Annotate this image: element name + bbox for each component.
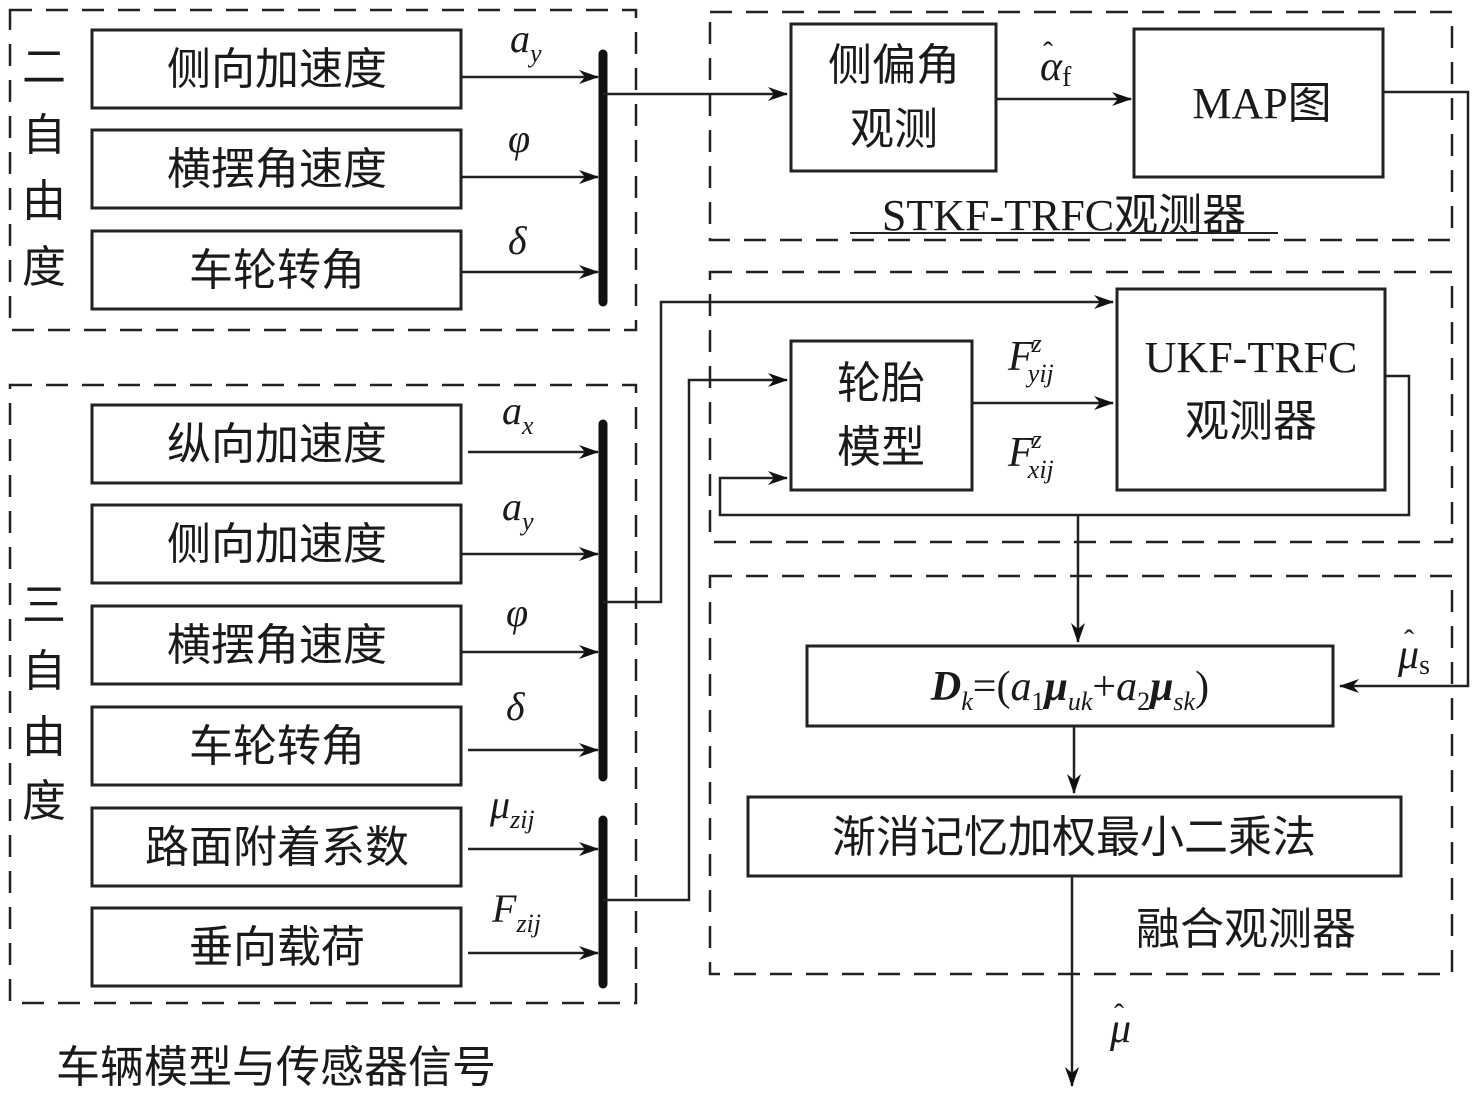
two-dof-group — [8, 8, 638, 332]
three-dof-char-2: 自 — [22, 646, 66, 697]
ukf-group — [708, 270, 1454, 544]
fusion-formula-box: Dk=(a1μuk+a2μsk) — [805, 644, 1335, 728]
arrow-to-tire-model — [603, 373, 788, 902]
input-label: 侧向加速度 — [167, 44, 387, 95]
ukf-box-line-1: UKF-TRFC — [1145, 333, 1358, 382]
signal-phi: φ — [508, 116, 530, 161]
tire-box-line-2: 模型 — [837, 422, 925, 473]
alpha-f-label: αf — [1040, 44, 1072, 93]
two-dof-char-2: 自 — [22, 110, 66, 161]
three-dof-char-3: 由 — [22, 712, 66, 763]
tire-model-box: 轮胎 模型 — [789, 339, 974, 492]
arrow-mu-s-feedback — [1339, 90, 1470, 693]
two-dof-char-4: 度 — [22, 242, 66, 293]
fusion-formula: Dk=(a1μuk+a2μsk) — [930, 664, 1209, 716]
output-mu-label: μ — [1109, 1006, 1131, 1052]
fusion-group — [708, 574, 1454, 976]
two-dof-input-lateral-accel: 侧向加速度 — [90, 28, 463, 110]
two-dof-char-3: 由 — [22, 176, 66, 227]
signal-ax: ax — [502, 388, 534, 440]
slip-box-line-1: 侧偏角 — [828, 40, 960, 91]
fusion-caption: 融合观测器 — [1136, 904, 1356, 955]
input-label: 车轮转角 — [189, 245, 365, 296]
slip-angle-observer-box: 侧偏角 观测 — [789, 22, 998, 173]
mu-s-hat: ˆ — [1404, 624, 1414, 657]
stkf-caption: STKF-TRFC观测器 — [882, 191, 1246, 240]
input-label: 垂向载荷 — [189, 922, 365, 973]
signal-ay: ay — [510, 16, 542, 68]
input-label: 横摆角速度 — [167, 620, 387, 671]
three-dof-input-vertical-load: 垂向载荷 — [90, 906, 463, 988]
three-dof-input-road-adhesion: 路面附着系数 — [90, 806, 463, 888]
tire-box-line-1: 轮胎 — [837, 358, 925, 409]
signal-delta: δ — [508, 218, 528, 263]
vehicle-caption: 车辆模型与传感器信号 — [56, 1042, 496, 1093]
three-dof-input-longitudinal-accel: 纵向加速度 — [90, 403, 463, 485]
map-box-label: MAP图 — [1192, 79, 1331, 128]
three-dof-group — [8, 383, 638, 1005]
input-label: 侧向加速度 — [167, 519, 387, 570]
three-dof-char-4: 度 — [22, 776, 66, 827]
signal-f-zij: Fzij — [491, 886, 541, 938]
ukf-box-line-2: 观测器 — [1185, 396, 1317, 447]
three-dof-label-chars: 三 自 由 度 — [22, 580, 66, 827]
map-box: MAP图 — [1132, 27, 1385, 179]
lsq-box-label: 渐消记忆加权最小二乘法 — [832, 812, 1316, 863]
lsq-box: 渐消记忆加权最小二乘法 — [746, 795, 1403, 878]
two-dof-input-yaw-rate: 横摆角速度 — [90, 128, 463, 210]
mu-s-label: μs — [1397, 632, 1430, 681]
input-label: 车轮转角 — [189, 721, 365, 772]
signal-phi-3: φ — [506, 590, 528, 635]
three-dof-char-1: 三 — [22, 580, 66, 631]
two-dof-label-chars: 二 自 由 度 — [22, 42, 66, 293]
stkf-group — [708, 10, 1454, 242]
input-label: 横摆角速度 — [167, 144, 387, 195]
input-label: 路面附着系数 — [145, 822, 409, 873]
alpha-hat: ˆ — [1043, 36, 1053, 69]
two-dof-char-1: 二 — [22, 42, 66, 93]
three-dof-input-yaw-rate: 横摆角速度 — [90, 604, 463, 686]
two-dof-input-wheel-angle: 车轮转角 — [90, 229, 463, 311]
ukf-trfc-observer-box: UKF-TRFC 观测器 — [1115, 287, 1387, 492]
arrow-to-ukf-observer — [603, 295, 1114, 604]
output-mu-hat: ˆ — [1114, 998, 1124, 1031]
signal-mu-zij: μzij — [489, 782, 535, 834]
arrow-ukf-feedback-to-tire — [718, 374, 1411, 517]
three-dof-input-lateral-accel: 侧向加速度 — [90, 503, 463, 585]
input-label: 纵向加速度 — [167, 419, 387, 470]
slip-box-line-2: 观测 — [850, 104, 938, 155]
three-dof-input-wheel-angle: 车轮转角 — [90, 705, 463, 787]
signal-ay-3: ay — [502, 484, 534, 536]
signal-delta-3: δ — [506, 684, 526, 729]
